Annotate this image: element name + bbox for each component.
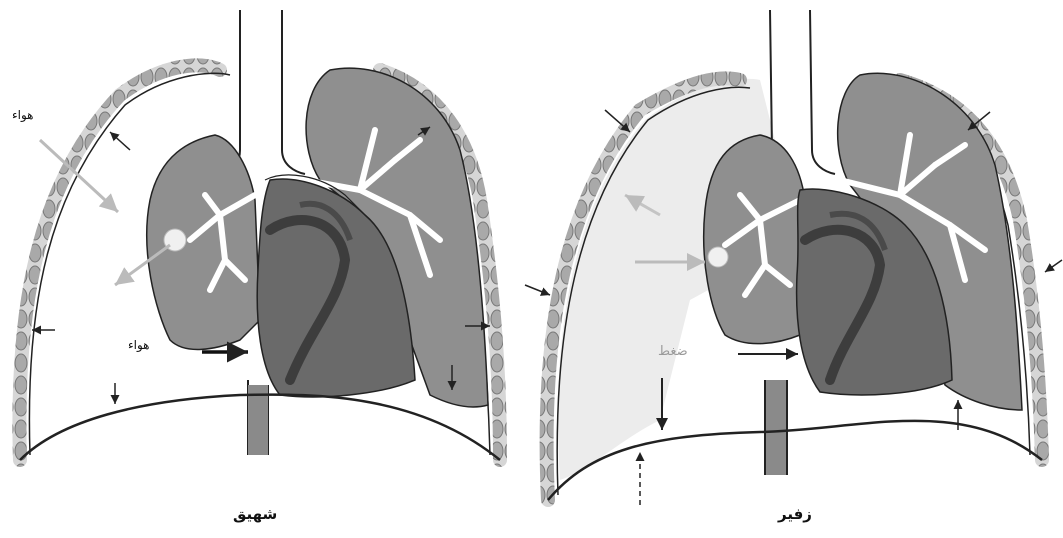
exhale-caption: زفير [778, 505, 812, 523]
wall-arrow [525, 285, 550, 295]
exhale-panel [525, 10, 1062, 505]
inhale-caption: شهيق [233, 505, 277, 523]
air-label-mid: هواء [128, 338, 150, 352]
wall-arrow-r [1045, 260, 1062, 272]
pressure-label: ضغط [658, 344, 688, 359]
left-lung [704, 135, 810, 344]
air-label-top: هواء [12, 108, 34, 122]
inhale-panel [19, 10, 500, 460]
rib-arrow [110, 132, 130, 150]
